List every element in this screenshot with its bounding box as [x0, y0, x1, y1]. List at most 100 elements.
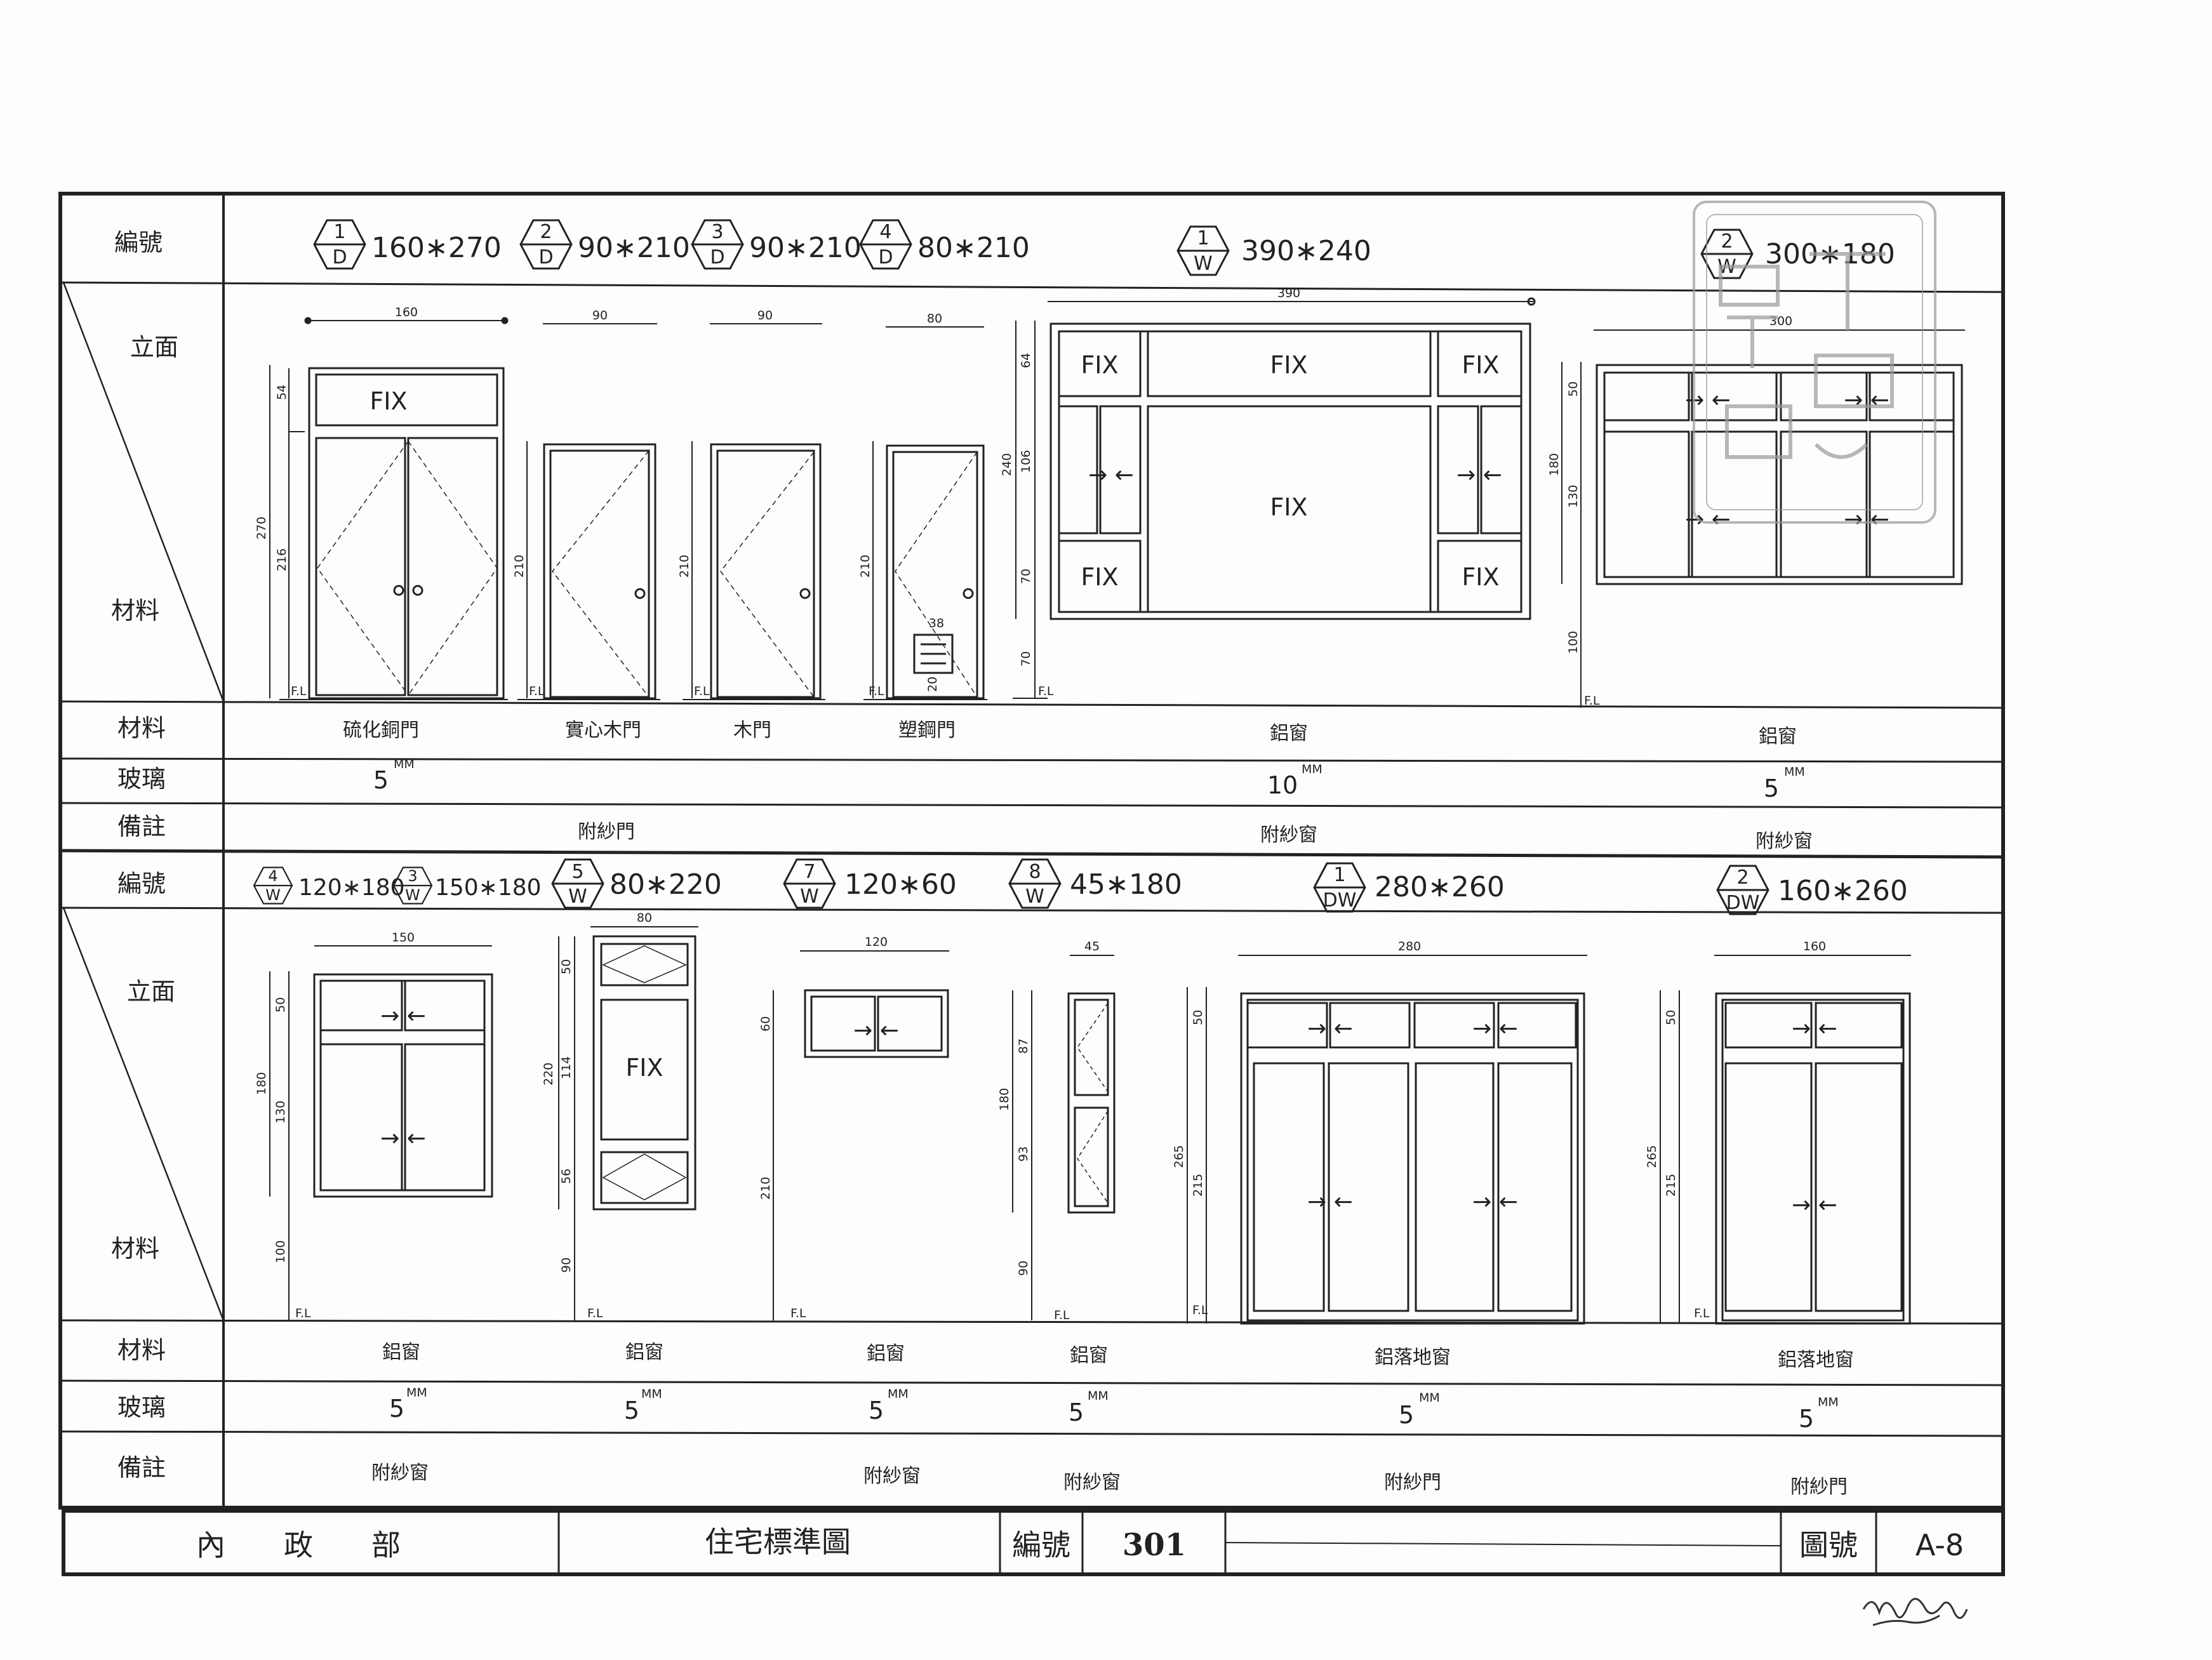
svg-text:D: D — [710, 246, 724, 269]
svg-text:50: 50 — [1191, 1010, 1205, 1025]
sheet-label: 圖號 — [1799, 1528, 1858, 1562]
size-label: 90∗210 — [749, 232, 862, 264]
svg-text:1: 1 — [1333, 864, 1345, 886]
size-label: 90∗210 — [578, 232, 690, 264]
material-1W: 鋁窗 — [1270, 722, 1308, 745]
note-3W: 附紗窗 — [371, 1462, 429, 1484]
section2-row-labels: 編號 立面 材料 材料 玻璃 備註 — [111, 870, 175, 1482]
svg-text:F.L: F.L — [1192, 1303, 1208, 1317]
svg-text:5: 5 — [571, 861, 583, 883]
arrow-right-icon: → ← — [1685, 387, 1731, 413]
glass-value: 5 — [624, 1397, 639, 1424]
arrow-right-icon: → ← — [1472, 1189, 1518, 1215]
svg-text:240: 240 — [1000, 453, 1014, 476]
svg-text:1: 1 — [333, 221, 345, 243]
material-3W: 鋁窗 — [382, 1341, 420, 1364]
svg-text:80: 80 — [637, 911, 652, 925]
note-2D: 附紗門 — [578, 821, 635, 843]
svg-text:FIX: FIX — [370, 387, 407, 415]
arrow-right-icon: → ← — [1685, 507, 1731, 533]
size-label: 160∗260 — [1778, 875, 1908, 907]
row-label-glass: 玻璃 — [117, 765, 166, 793]
tag-2D: 2 D 90∗210 — [519, 219, 690, 270]
svg-text:160: 160 — [1803, 940, 1826, 953]
size-label: 80∗220 — [610, 868, 722, 901]
note-2DW: 附紗門 — [1790, 1476, 1848, 1498]
svg-text:W: W — [405, 886, 420, 904]
svg-text:90: 90 — [1016, 1261, 1030, 1276]
svg-text:FIX: FIX — [1462, 563, 1499, 591]
glass-value: 5 — [1764, 774, 1779, 802]
drawing-title: 住宅標準圖 — [705, 1525, 851, 1559]
glass-value: 5 — [389, 1395, 404, 1423]
svg-text:D: D — [332, 246, 347, 269]
material-2DW: 鋁落地窗 — [1778, 1349, 1854, 1371]
svg-text:MM: MM — [394, 757, 415, 771]
svg-text:F.L: F.L — [291, 684, 307, 698]
svg-text:MM: MM — [1784, 765, 1805, 779]
svg-text:216: 216 — [275, 548, 289, 571]
elevation-window-5W — [558, 926, 698, 1320]
svg-text:W: W — [265, 886, 281, 904]
size-label: 120∗60 — [844, 868, 957, 901]
arrow-right-icon: → ← — [1792, 1192, 1837, 1218]
arrow-right-icon: → ← — [1307, 1016, 1353, 1042]
glass-value: 5 — [1069, 1398, 1084, 1426]
svg-text:4: 4 — [268, 867, 277, 885]
row-label-code: 編號 — [114, 229, 163, 256]
svg-text:4: 4 — [879, 221, 891, 243]
note-2W: 附紗窗 — [1756, 830, 1813, 853]
svg-text:100: 100 — [1566, 631, 1580, 654]
svg-text:3: 3 — [408, 867, 417, 885]
tag-3D: 3 D 90∗210 — [691, 219, 862, 270]
elevation-door-4D — [863, 326, 987, 700]
row-label-material: 材料 — [117, 714, 166, 742]
svg-text:MM: MM — [406, 1386, 427, 1400]
row-label-elevation: 立面 — [130, 333, 178, 361]
authority-name: 內 政 部 — [196, 1528, 401, 1562]
glass-value: 5 — [869, 1397, 884, 1424]
svg-text:210: 210 — [858, 555, 872, 578]
arrow-right-icon: → ← — [380, 1003, 426, 1029]
note-8W: 附紗窗 — [1063, 1471, 1121, 1494]
material-3D: 木門 — [733, 719, 771, 741]
title-block — [62, 1509, 2005, 1576]
arrow-right-icon: → ← — [1844, 387, 1889, 413]
row-label-material: 材料 — [117, 1336, 166, 1364]
section1-elevation-labels: 160 FIX 54 216 270 F.L 90 210 F.L 90 210… — [255, 286, 1889, 708]
material-7W: 鋁窗 — [867, 1343, 905, 1365]
arrow-right-icon: → ← — [380, 1125, 426, 1152]
size-label: 150∗180 — [435, 875, 542, 901]
row-label-note: 備註 — [117, 813, 166, 840]
svg-text:60: 60 — [759, 1016, 773, 1032]
svg-text:D: D — [538, 246, 553, 269]
section1-row-labels: 編號 立面 材料 材料 玻璃 備註 — [111, 229, 178, 840]
elevation-window-2DW — [1660, 955, 1911, 1325]
svg-text:45: 45 — [1084, 940, 1100, 953]
glass-value: 10 — [1267, 771, 1298, 799]
svg-text:FIX: FIX — [1081, 563, 1118, 591]
svg-text:70: 70 — [1019, 651, 1033, 667]
svg-text:130: 130 — [1566, 485, 1580, 508]
arrow-right-icon: → ← — [1792, 1016, 1837, 1042]
note-1DW: 附紗門 — [1384, 1471, 1441, 1494]
material-2W: 鋁窗 — [1759, 726, 1797, 748]
svg-text:106: 106 — [1019, 450, 1033, 473]
size-label: 45∗180 — [1070, 868, 1182, 901]
svg-text:FIX: FIX — [1081, 351, 1118, 379]
arrow-right-icon: → ← — [853, 1018, 899, 1044]
svg-text:F.L: F.L — [790, 1306, 806, 1320]
svg-text:50: 50 — [274, 997, 288, 1013]
row-label-material-diagonal: 材料 — [111, 1235, 159, 1263]
svg-text:210: 210 — [512, 555, 526, 578]
glass-value: 5 — [373, 766, 389, 794]
section2-elevation-labels: 150 50 130 180 100 F.L → ← → ← 80 FIX 50… — [255, 911, 1837, 1322]
svg-text:50: 50 — [1566, 382, 1580, 397]
svg-text:F.L: F.L — [1054, 1308, 1070, 1322]
svg-text:F.L: F.L — [1038, 684, 1054, 698]
row-label-note: 備註 — [117, 1454, 166, 1482]
svg-text:93: 93 — [1016, 1146, 1030, 1162]
svg-text:8: 8 — [1029, 861, 1041, 883]
svg-text:100: 100 — [274, 1240, 288, 1263]
